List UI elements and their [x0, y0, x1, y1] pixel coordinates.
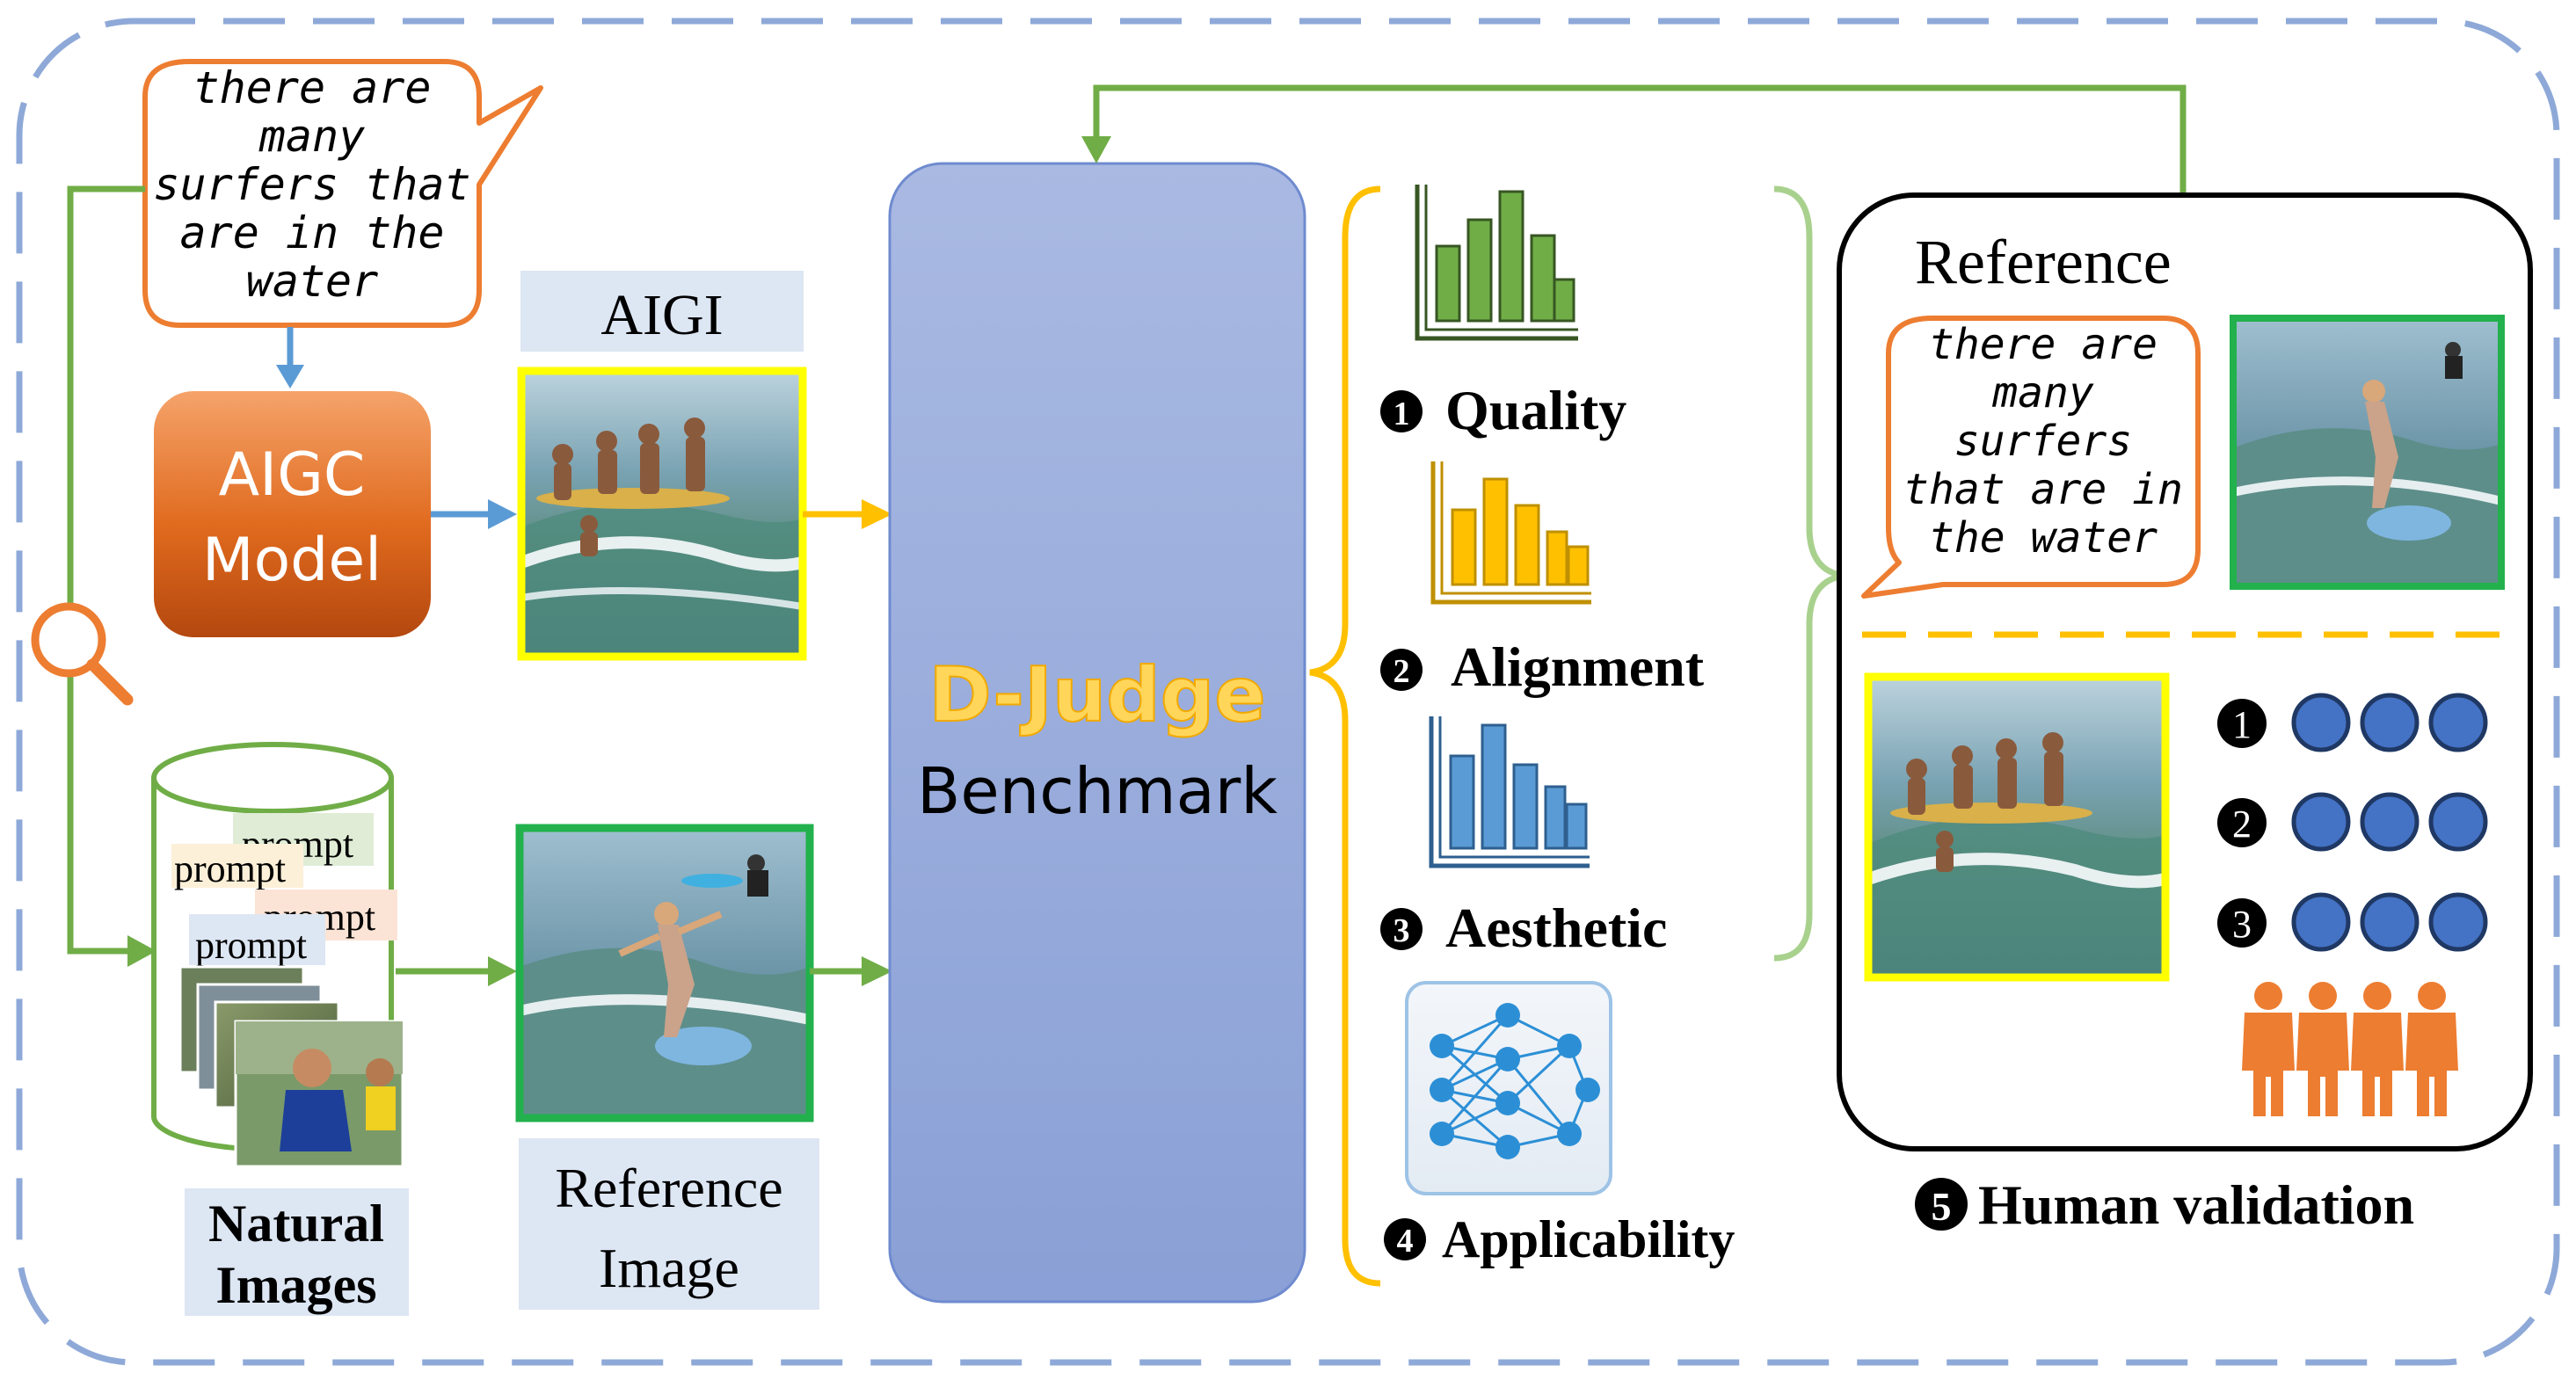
reference-panel-title: Reference [1915, 227, 2172, 297]
prompt-speech-bubble: there are many surfers that are in the w… [142, 59, 543, 328]
feedback-arrow [1081, 84, 2187, 195]
people-group-icon [2242, 982, 2458, 1116]
outer-dashed-frame [16, 18, 2560, 1366]
magnifier-icon [31, 602, 134, 706]
prompt-line-3: surfers that [153, 159, 470, 210]
benchmark-subtitle: Benchmark [917, 754, 1277, 828]
rating-row-2: 2 [2217, 792, 2488, 852]
applicability-number: 4 [1397, 1223, 1414, 1260]
green-connector-prompt-to-dataset [67, 185, 156, 967]
quality-label: Quality [1445, 379, 1626, 441]
quality-number-badge [1380, 390, 1423, 432]
validation-aigi-image [1864, 672, 2170, 982]
alignment-label: Alignment [1451, 636, 1705, 698]
prompt-tag-4-text: prompt [195, 924, 307, 967]
prompt-line-1: there are [193, 62, 432, 113]
arrow-reference-to-benchmark [810, 956, 892, 986]
reference-prompt-bubble: there are many surfers that are in the w… [1861, 316, 2201, 599]
aesthetic-number-badge [1380, 908, 1423, 950]
alignment-number-badge [1380, 649, 1423, 691]
prompt-line-2: many [258, 111, 365, 162]
arrow-dataset-to-reference [396, 956, 517, 986]
prompt-tag-4 [189, 914, 325, 965]
reference-prompt-line-5: the water [1929, 513, 2158, 563]
prompt-tag-2-text: prompt [174, 847, 286, 890]
aesthetic-number: 3 [1394, 912, 1410, 949]
benchmark-title: D-Judge [928, 651, 1265, 739]
arrow-prompt-to-aigc [276, 327, 304, 389]
reference-image [515, 824, 814, 1122]
reference-panel-image [2230, 315, 2505, 590]
reference-image-label-bg [519, 1138, 819, 1310]
quality-number: 1 [1394, 396, 1410, 432]
human-validation-number-badge [1915, 1178, 1968, 1231]
left-brace [1309, 185, 1381, 1287]
prompt-line-4: are in the [179, 207, 444, 258]
human-validation-number: 5 [1932, 1184, 1952, 1229]
rating-row-3-number: 3 [2232, 903, 2252, 946]
rating-row-3: 3 [2217, 892, 2488, 952]
reference-image-label-line1: Reference [555, 1157, 782, 1219]
natural-images-label-line2: Images [215, 1256, 376, 1314]
reference-prompt-line-4: that are in [1903, 465, 2183, 514]
natural-images-database: prompt prompt prompt prompt [151, 742, 404, 1168]
reference-prompt-line-3: surfers [1954, 417, 2132, 466]
arrow-aigi-to-benchmark [803, 499, 892, 529]
alignment-number: 2 [1394, 653, 1410, 690]
aesthetic-label: Aesthetic [1445, 897, 1667, 959]
right-brace [1773, 185, 1845, 962]
reference-prompt-line-2: many [1991, 368, 2094, 418]
human-validation-label: Human validation [1978, 1173, 2414, 1236]
quality-bar-chart-icon [1415, 185, 1578, 341]
aigi-label-bg [520, 271, 804, 352]
prompt-tag-2 [171, 844, 303, 888]
rating-row-2-number: 2 [2232, 803, 2252, 846]
aigi-image [517, 367, 807, 661]
applicability-label: Applicability [1442, 1210, 1735, 1268]
natural-images-label-bg [185, 1188, 409, 1316]
aesthetic-bar-chart-icon [1429, 716, 1590, 868]
aigc-model-box: AIGC Model [154, 391, 431, 637]
rating-row-1: 1 [2217, 693, 2488, 752]
aigc-model-line2: Model [202, 526, 382, 595]
alignment-bar-chart-icon [1430, 461, 1591, 605]
d-judge-benchmark-box: D-Judge Benchmark [888, 162, 1306, 1304]
aigi-label: AIGI [600, 283, 723, 347]
reference-image-label-line2: Image [599, 1237, 739, 1299]
natural-images-label-line1: Natural [208, 1195, 384, 1253]
applicability-number-badge [1384, 1218, 1426, 1260]
aigc-model-line1: AIGC [219, 440, 366, 510]
applicability-neural-network-icon [1405, 981, 1612, 1195]
prompt-line-5: water [246, 256, 379, 307]
reference-prompt-line-1: there are [1929, 320, 2158, 369]
arrow-aigc-to-aigi [431, 499, 517, 529]
rating-row-1-number: 1 [2232, 703, 2252, 746]
